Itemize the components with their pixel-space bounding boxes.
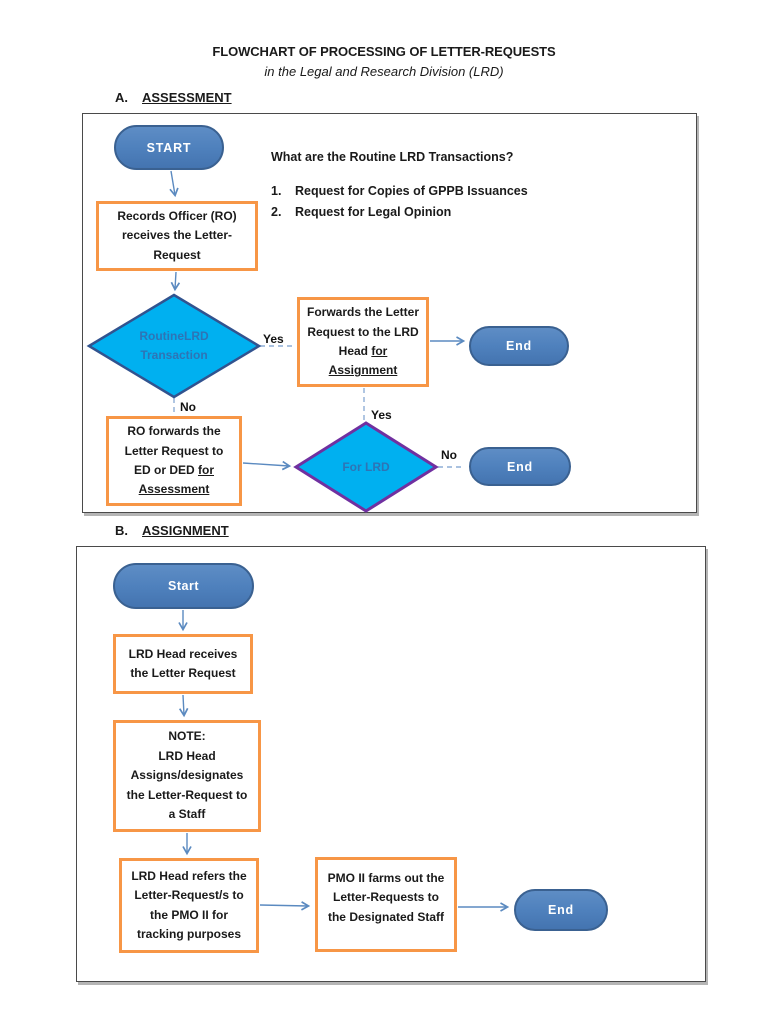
decision-routine-lrd-shape xyxy=(86,293,262,399)
connector-records-to-decision xyxy=(170,271,181,292)
end-node-assignment-label: End xyxy=(547,903,574,917)
section-b-letter: B. xyxy=(115,523,128,538)
ro-forwards-text-main: RO forwards the Letter Request to ED or … xyxy=(124,424,224,477)
note-box-text: LRD Head Assigns/designates the Letter-R… xyxy=(126,748,248,822)
ro-forwards-text: RO forwards the Letter Request to ED or … xyxy=(115,422,233,500)
end-node-1: End xyxy=(469,326,569,366)
flowchart-assignment-frame: Start LRD Head receives the Letter Reque… xyxy=(76,546,706,982)
decision-for-lrd-shape xyxy=(293,421,439,513)
end-node-1-label: End xyxy=(505,339,532,353)
list-item-number: 1. xyxy=(271,184,282,198)
list-item: 2. Request for Legal Opinion xyxy=(271,205,591,219)
start-node-assignment-label: Start xyxy=(168,579,199,593)
connector-start-to-records xyxy=(169,170,179,198)
lrd-head-receives-box: LRD Head receives the Letter Request xyxy=(113,634,253,694)
section-a-heading: A. ASSESSMENT xyxy=(115,90,232,105)
section-a-letter: A. xyxy=(115,90,128,105)
edge-label-yes-1: Yes xyxy=(263,332,284,346)
connector-refers-to-farms xyxy=(259,901,311,911)
end-node-2-label: End xyxy=(506,459,533,474)
pmo-farms-out-text: PMO II farms out the Letter-Requests to … xyxy=(327,871,445,924)
ro-forwards-text-underline: for Assessment xyxy=(138,463,214,497)
section-a-title: ASSESSMENT xyxy=(142,90,232,105)
assignment-connectors xyxy=(178,610,510,912)
note-box-title: NOTE: xyxy=(168,729,206,744)
edge-label-no-1: No xyxy=(180,400,196,414)
ro-forwards-box: RO forwards the Letter Request to ED or … xyxy=(106,416,242,506)
lrd-head-receives-text: LRD Head receives the Letter Request xyxy=(128,646,238,680)
lrd-head-refers-text: LRD Head refers the Letter-Request/s to … xyxy=(131,868,247,941)
list-item: 1. Request for Copies of GPPB Issuances xyxy=(271,184,591,198)
pmo-farms-out-box: PMO II farms out the Letter-Requests to … xyxy=(315,857,457,952)
page-title: FLOWCHART OF PROCESSING OF LETTER-REQUES… xyxy=(212,44,556,59)
forwards-to-lrd-head-box: Forwards the Letter Request to the LRD H… xyxy=(297,297,429,387)
edge-label-yes-2: Yes xyxy=(371,408,392,422)
list-item-text: Request for Legal Opinion xyxy=(295,205,452,219)
start-node-assessment: START xyxy=(114,125,224,170)
page-subtitle: in the Legal and Research Division (LRD) xyxy=(264,64,504,79)
edge-label-no-2: No xyxy=(441,448,457,462)
records-officer-text: Records Officer (RO) receives the Letter… xyxy=(117,208,237,262)
end-node-2: End xyxy=(469,447,571,486)
start-node-label: START xyxy=(146,140,192,155)
end-node-assignment: End xyxy=(514,889,608,931)
section-b-title: ASSIGNMENT xyxy=(142,523,229,538)
routine-transactions-list: 1. Request for Copies of GPPB Issuances … xyxy=(271,184,591,226)
forwards-to-lrd-head-text: Forwards the Letter Request to the LRD H… xyxy=(306,303,420,381)
records-officer-box: Records Officer (RO) receives the Letter… xyxy=(96,201,258,271)
flowchart-assessment-frame: START Records Officer (RO) receives the … xyxy=(82,113,697,513)
connector-ro-box-to-forlrd xyxy=(242,460,292,471)
assessment-connectors xyxy=(86,170,466,513)
forwards-text-underline: for Assignment xyxy=(328,344,398,378)
forwards-text-main: Forwards the Letter Request to the LRD H… xyxy=(306,305,420,358)
lrd-head-refers-box: LRD Head refers the Letter-Request/s to … xyxy=(119,858,259,953)
connector-receives-to-note xyxy=(178,694,189,718)
section-b-heading: B. ASSIGNMENT xyxy=(115,523,229,538)
routine-transactions-question: What are the Routine LRD Transactions? xyxy=(271,150,514,164)
list-item-text: Request for Copies of GPPB Issuances xyxy=(295,184,528,198)
start-node-assignment: Start xyxy=(113,563,254,609)
list-item-number: 2. xyxy=(271,205,282,219)
note-box: NOTE: LRD Head Assigns/designates the Le… xyxy=(113,720,261,832)
